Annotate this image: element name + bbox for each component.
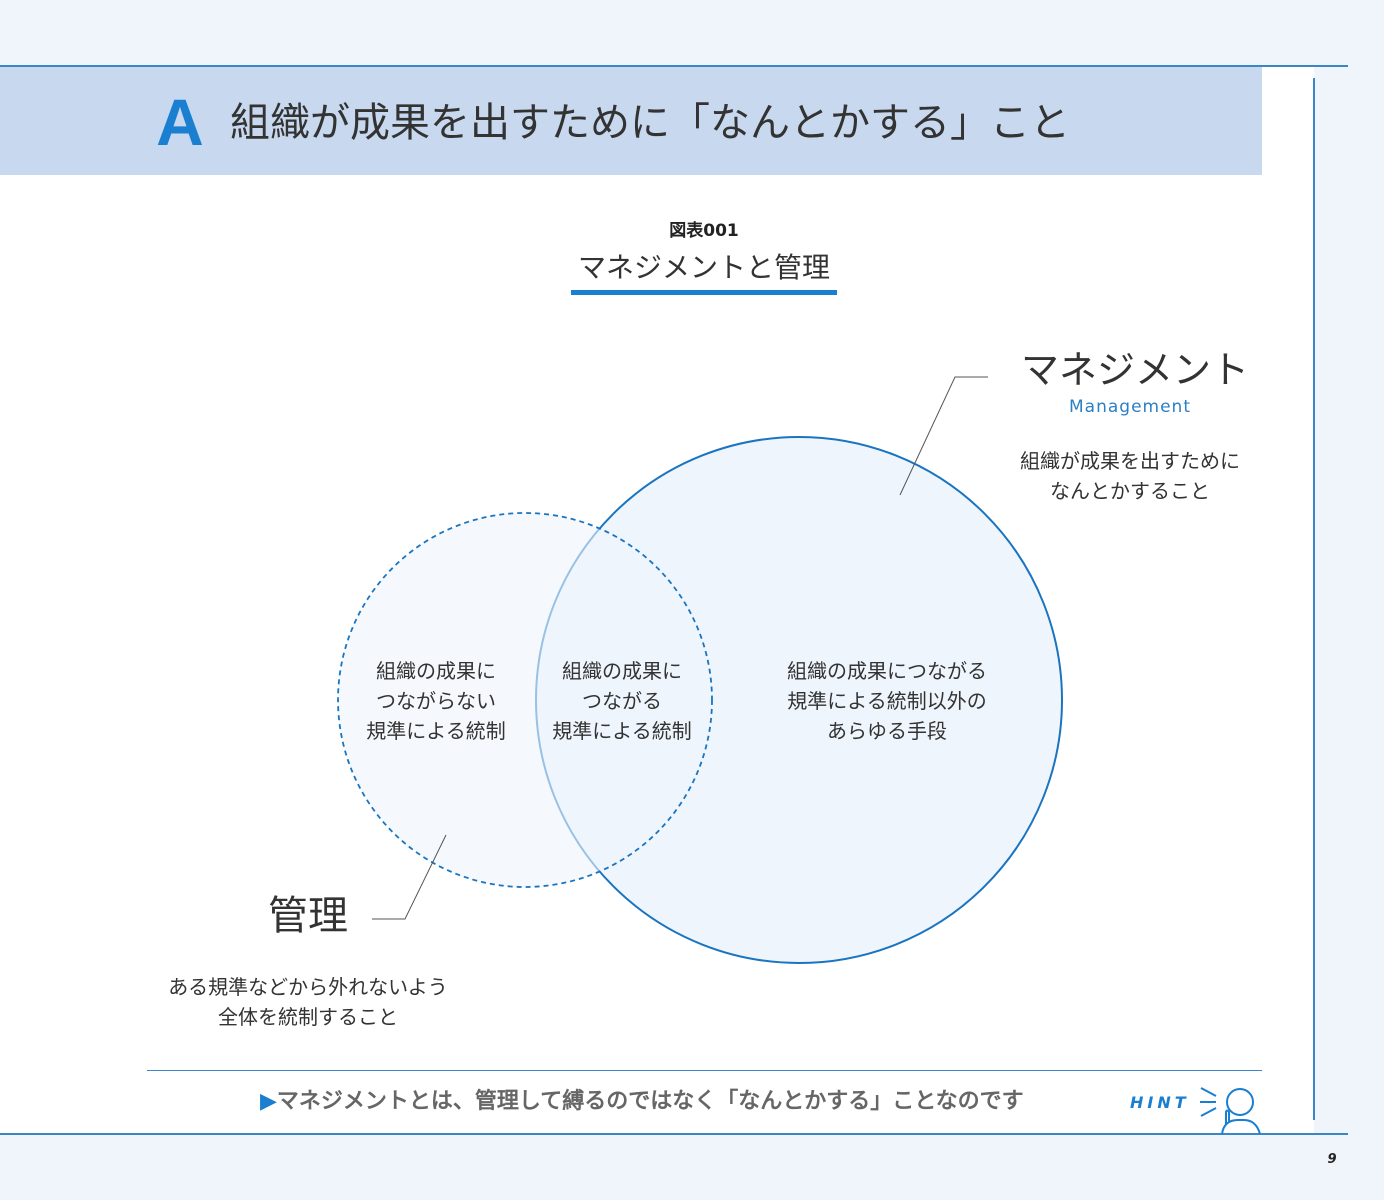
page-number: 9: [1327, 1152, 1337, 1167]
thinking-person-icon: [1200, 1087, 1261, 1134]
region-overlap: 組織の成果に つながる 規準による統制: [552, 659, 692, 743]
hint-rule: [147, 1070, 1262, 1071]
management-leader-line: [899, 376, 988, 496]
kanri-leader-line: [372, 834, 447, 920]
top-rule: [0, 65, 1348, 67]
management-heading: マネジメント: [1020, 348, 1249, 392]
section-header: [0, 67, 1262, 175]
figure-title-underline: [571, 290, 837, 295]
kanri-heading: 管理: [268, 893, 348, 939]
figure-title: マネジメントと管理: [577, 251, 830, 284]
hint-sentence: ▶マネジメントとは、管理して縛るのではなく「なんとかする」ことなのです: [260, 1086, 1110, 1118]
management-description: 組織が成果を出すために なんとかすること: [1020, 449, 1240, 503]
hint-label: HINT: [1130, 1093, 1190, 1112]
region-kanri-only: 組織の成果に つながらない 規準による統制: [366, 659, 506, 743]
section-title: 組織が成果を出すために「なんとかする」こと: [230, 100, 1070, 146]
hint-message: マネジメントとは、管理して縛るのではなく「なんとかする」ことなのです: [276, 1089, 1024, 1114]
section-letter: A: [156, 85, 204, 159]
triangle-arrow-icon: ▶: [260, 1089, 277, 1114]
kanri-circle: [337, 512, 713, 888]
management-english-label: Management: [1069, 397, 1191, 417]
right-rule: [1313, 78, 1315, 1120]
region-management-only: 組織の成果につながる 規準による統制以外の あらゆる手段: [787, 659, 987, 743]
figure-number: 図表001: [669, 221, 739, 241]
bottom-rule: [0, 1133, 1348, 1135]
kanri-description: ある規準などから外れないよう 全体を統制すること: [168, 975, 448, 1029]
